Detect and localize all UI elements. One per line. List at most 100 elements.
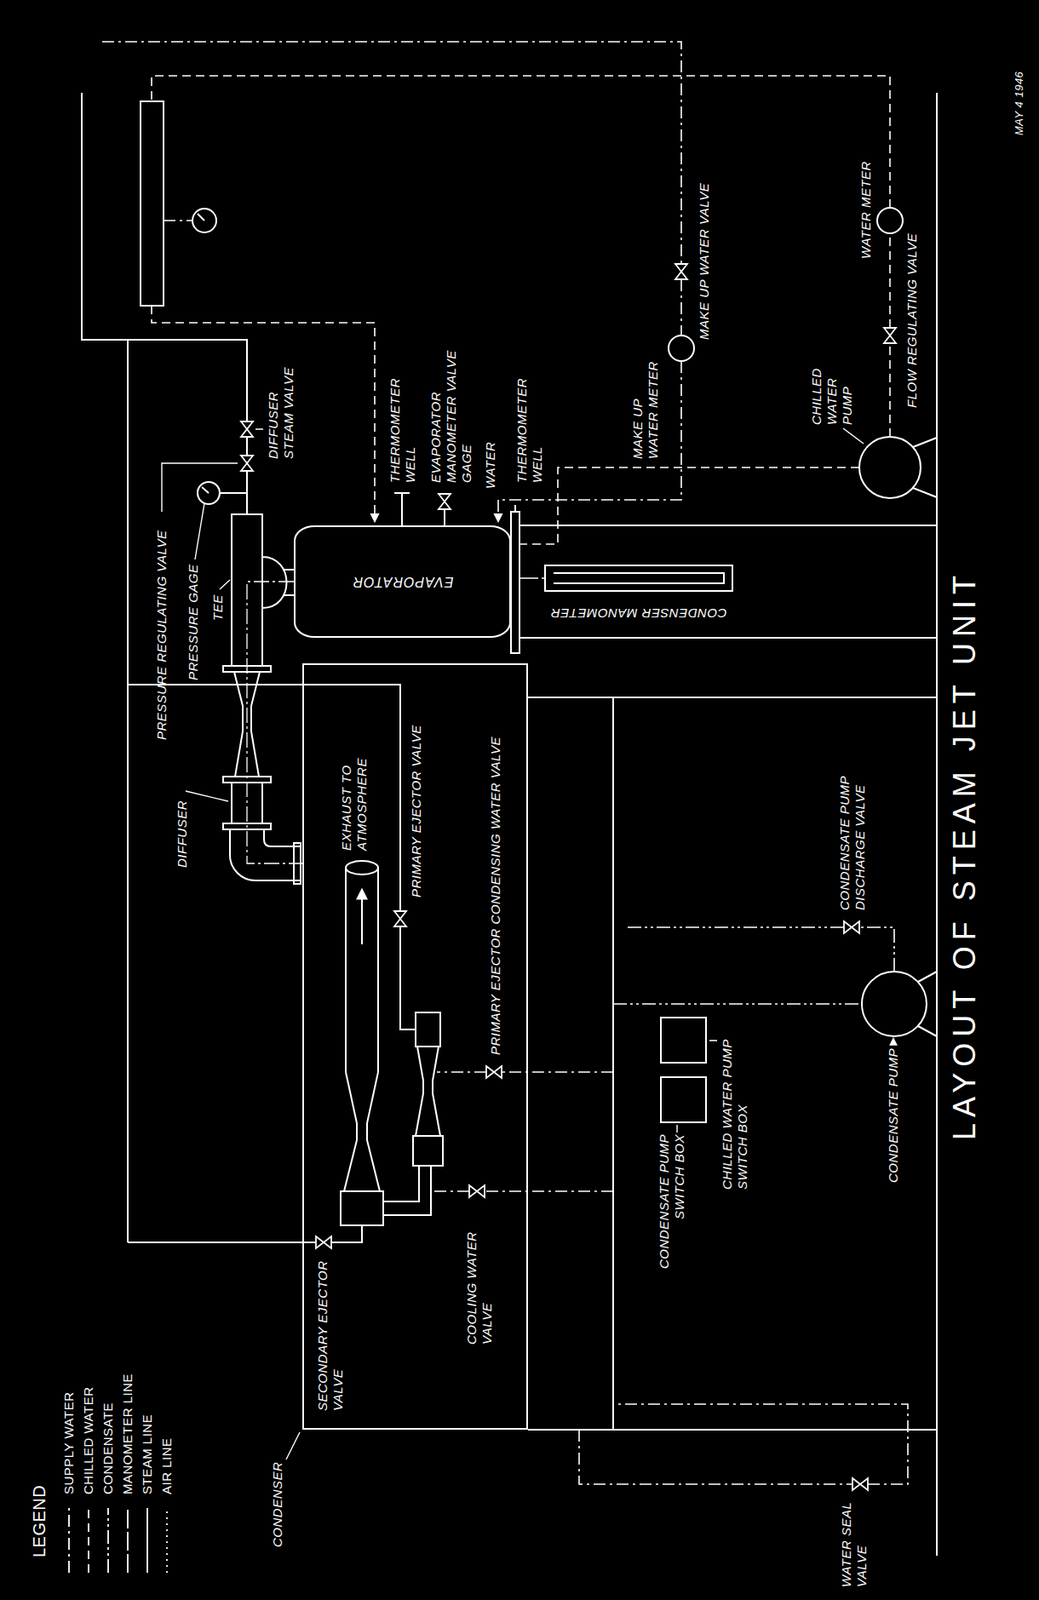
legend-sample [142, 1506, 153, 1575]
callout-label: FLOW REGULATING VALVE [904, 233, 920, 408]
diffuser-steam-valve [241, 421, 253, 437]
callout-label: PRESSURE REGULATING VALVE [154, 530, 170, 741]
condensate-pump [861, 971, 927, 1037]
cooling-water-line [430, 1190, 614, 1193]
pressure-regulating-valve [241, 455, 253, 471]
legend-row: CHILLED WATER [80, 1386, 97, 1575]
switch-box: CONDENSATE PUMP SWITCH BOX [660, 1076, 707, 1124]
legend-line [166, 1508, 168, 1573]
callout-label: WATER METER [858, 160, 874, 259]
gage-symbol [192, 208, 217, 233]
callout-label: THERMOMETER WELL [514, 372, 546, 483]
callout-label: TEE [210, 594, 226, 621]
callout-label: MAKE UP WATER METER [630, 352, 661, 460]
node-heading: CONDENSER [269, 1436, 286, 1548]
leader-line [677, 1040, 718, 1133]
leader-line [892, 1038, 894, 1045]
legend-row: STEAM LINE [139, 1414, 155, 1575]
callout-label: CHILLED WATER PUMP [809, 344, 856, 425]
legend-line [107, 1508, 110, 1573]
callout-label: CONDENSER MANOMETER [550, 606, 727, 622]
legend-line [68, 1508, 70, 1573]
gage-stem [163, 219, 193, 222]
supply-water-line [102, 41, 682, 523]
secondary-ejector [340, 1072, 384, 1226]
steam-line [127, 339, 416, 1243]
legend-text: CONDENSATE [100, 1402, 116, 1495]
chilled-water-line [151, 305, 375, 523]
drawing-title: LAYOUT OF STEAM JET UNIT [947, 569, 983, 1141]
evaporator-manometer-valve [438, 493, 451, 510]
primary-ejector-valve [394, 911, 407, 927]
legend-heading: LEGEND [28, 1485, 50, 1558]
node-heading: CHILLED WATER PUMP SWITCH BOX [719, 1019, 751, 1190]
callout-label: PRESSURE GAGE [185, 563, 201, 681]
water-seal-line [579, 1404, 908, 1485]
callout-label: PRIMARY EJECTOR VALVE [408, 724, 425, 898]
gage-stem [201, 487, 247, 494]
callout-label: MAKE UP WATER VALVE [696, 183, 712, 340]
legend-sample [83, 1506, 94, 1575]
callout-label: SECONDARY EJECTOR VALVE [315, 1253, 346, 1412]
legend-line [126, 1508, 129, 1573]
node-label: EVAPORATOR [351, 574, 454, 590]
legend-text: CHILLED WATER [80, 1386, 97, 1495]
pipe-flange [223, 665, 301, 885]
callout-label: THERMOMETER WELL [387, 372, 419, 483]
legend-row: MANOMETER LINE [120, 1373, 136, 1575]
flow-arrow [361, 889, 363, 945]
thermometer-well [394, 493, 516, 526]
condensate-line [613, 927, 895, 1005]
condenser-box: CONDENSER [302, 663, 529, 1430]
legend-row: CONDENSATE [100, 1402, 116, 1575]
legend-line [146, 1508, 149, 1573]
switch-box: CHILLED WATER PUMP SWITCH BOX [660, 1016, 707, 1064]
callout-label: PRIMARY EJECTOR CONDENSING WATER VALVE [487, 736, 504, 1056]
make-up-water-meter [668, 335, 695, 362]
gage-needle [197, 213, 205, 221]
legend-text: AIR LINE [159, 1437, 175, 1495]
primary-ejector [383, 1012, 443, 1216]
heat-exchanger [140, 101, 164, 306]
cooling-water-valve [469, 1185, 485, 1198]
callout-label: DIFFUSER STEAM VALVE [265, 365, 297, 460]
manometer-valve-line [443, 509, 446, 526]
callout-label: DIFFUSER [174, 800, 190, 868]
tee-fitting [231, 514, 294, 666]
manometer-tube [545, 565, 733, 592]
exhaust-pipe [345, 867, 379, 1073]
secondary-ejector-valve [315, 1236, 332, 1249]
legend-row: SUPPLY WATER [61, 1392, 77, 1575]
legend-sample [103, 1506, 114, 1575]
flow-regulating-valve [884, 327, 896, 344]
leader-line [161, 429, 264, 802]
pump-feet [918, 971, 937, 1037]
chilled-water-pump [859, 436, 921, 499]
evaporator-vessel: EVAPORATOR [293, 525, 511, 638]
node-heading: CONDENSATE PUMP SWITCH BOX [656, 1134, 688, 1305]
legend-row: AIR LINE [159, 1437, 175, 1575]
legend-text: MANOMETER LINE [120, 1373, 136, 1495]
water-meter [877, 207, 903, 234]
callout-label: COOLING WATER VALVE [464, 1204, 495, 1345]
make-up-water-valve [675, 264, 688, 280]
legend-text: STEAM LINE [139, 1414, 155, 1495]
leader-line [286, 1432, 300, 1460]
callout-label: WATER [482, 442, 499, 489]
callout-label: CONDENSATE PUMP DISCHARGE VALVE [837, 757, 868, 911]
evaporator-stand [510, 511, 937, 654]
floor-line [935, 92, 938, 1556]
manometer-line [519, 577, 546, 580]
legend-sample [122, 1506, 133, 1575]
water-seal-valve [852, 1478, 868, 1491]
legend-sample [161, 1506, 173, 1575]
pump-feet [912, 437, 937, 498]
discharge-valve [843, 921, 860, 934]
legend-text: SUPPLY WATER [61, 1392, 77, 1495]
chilled-water-line [151, 75, 890, 545]
condensing-water-valve [486, 1066, 502, 1079]
